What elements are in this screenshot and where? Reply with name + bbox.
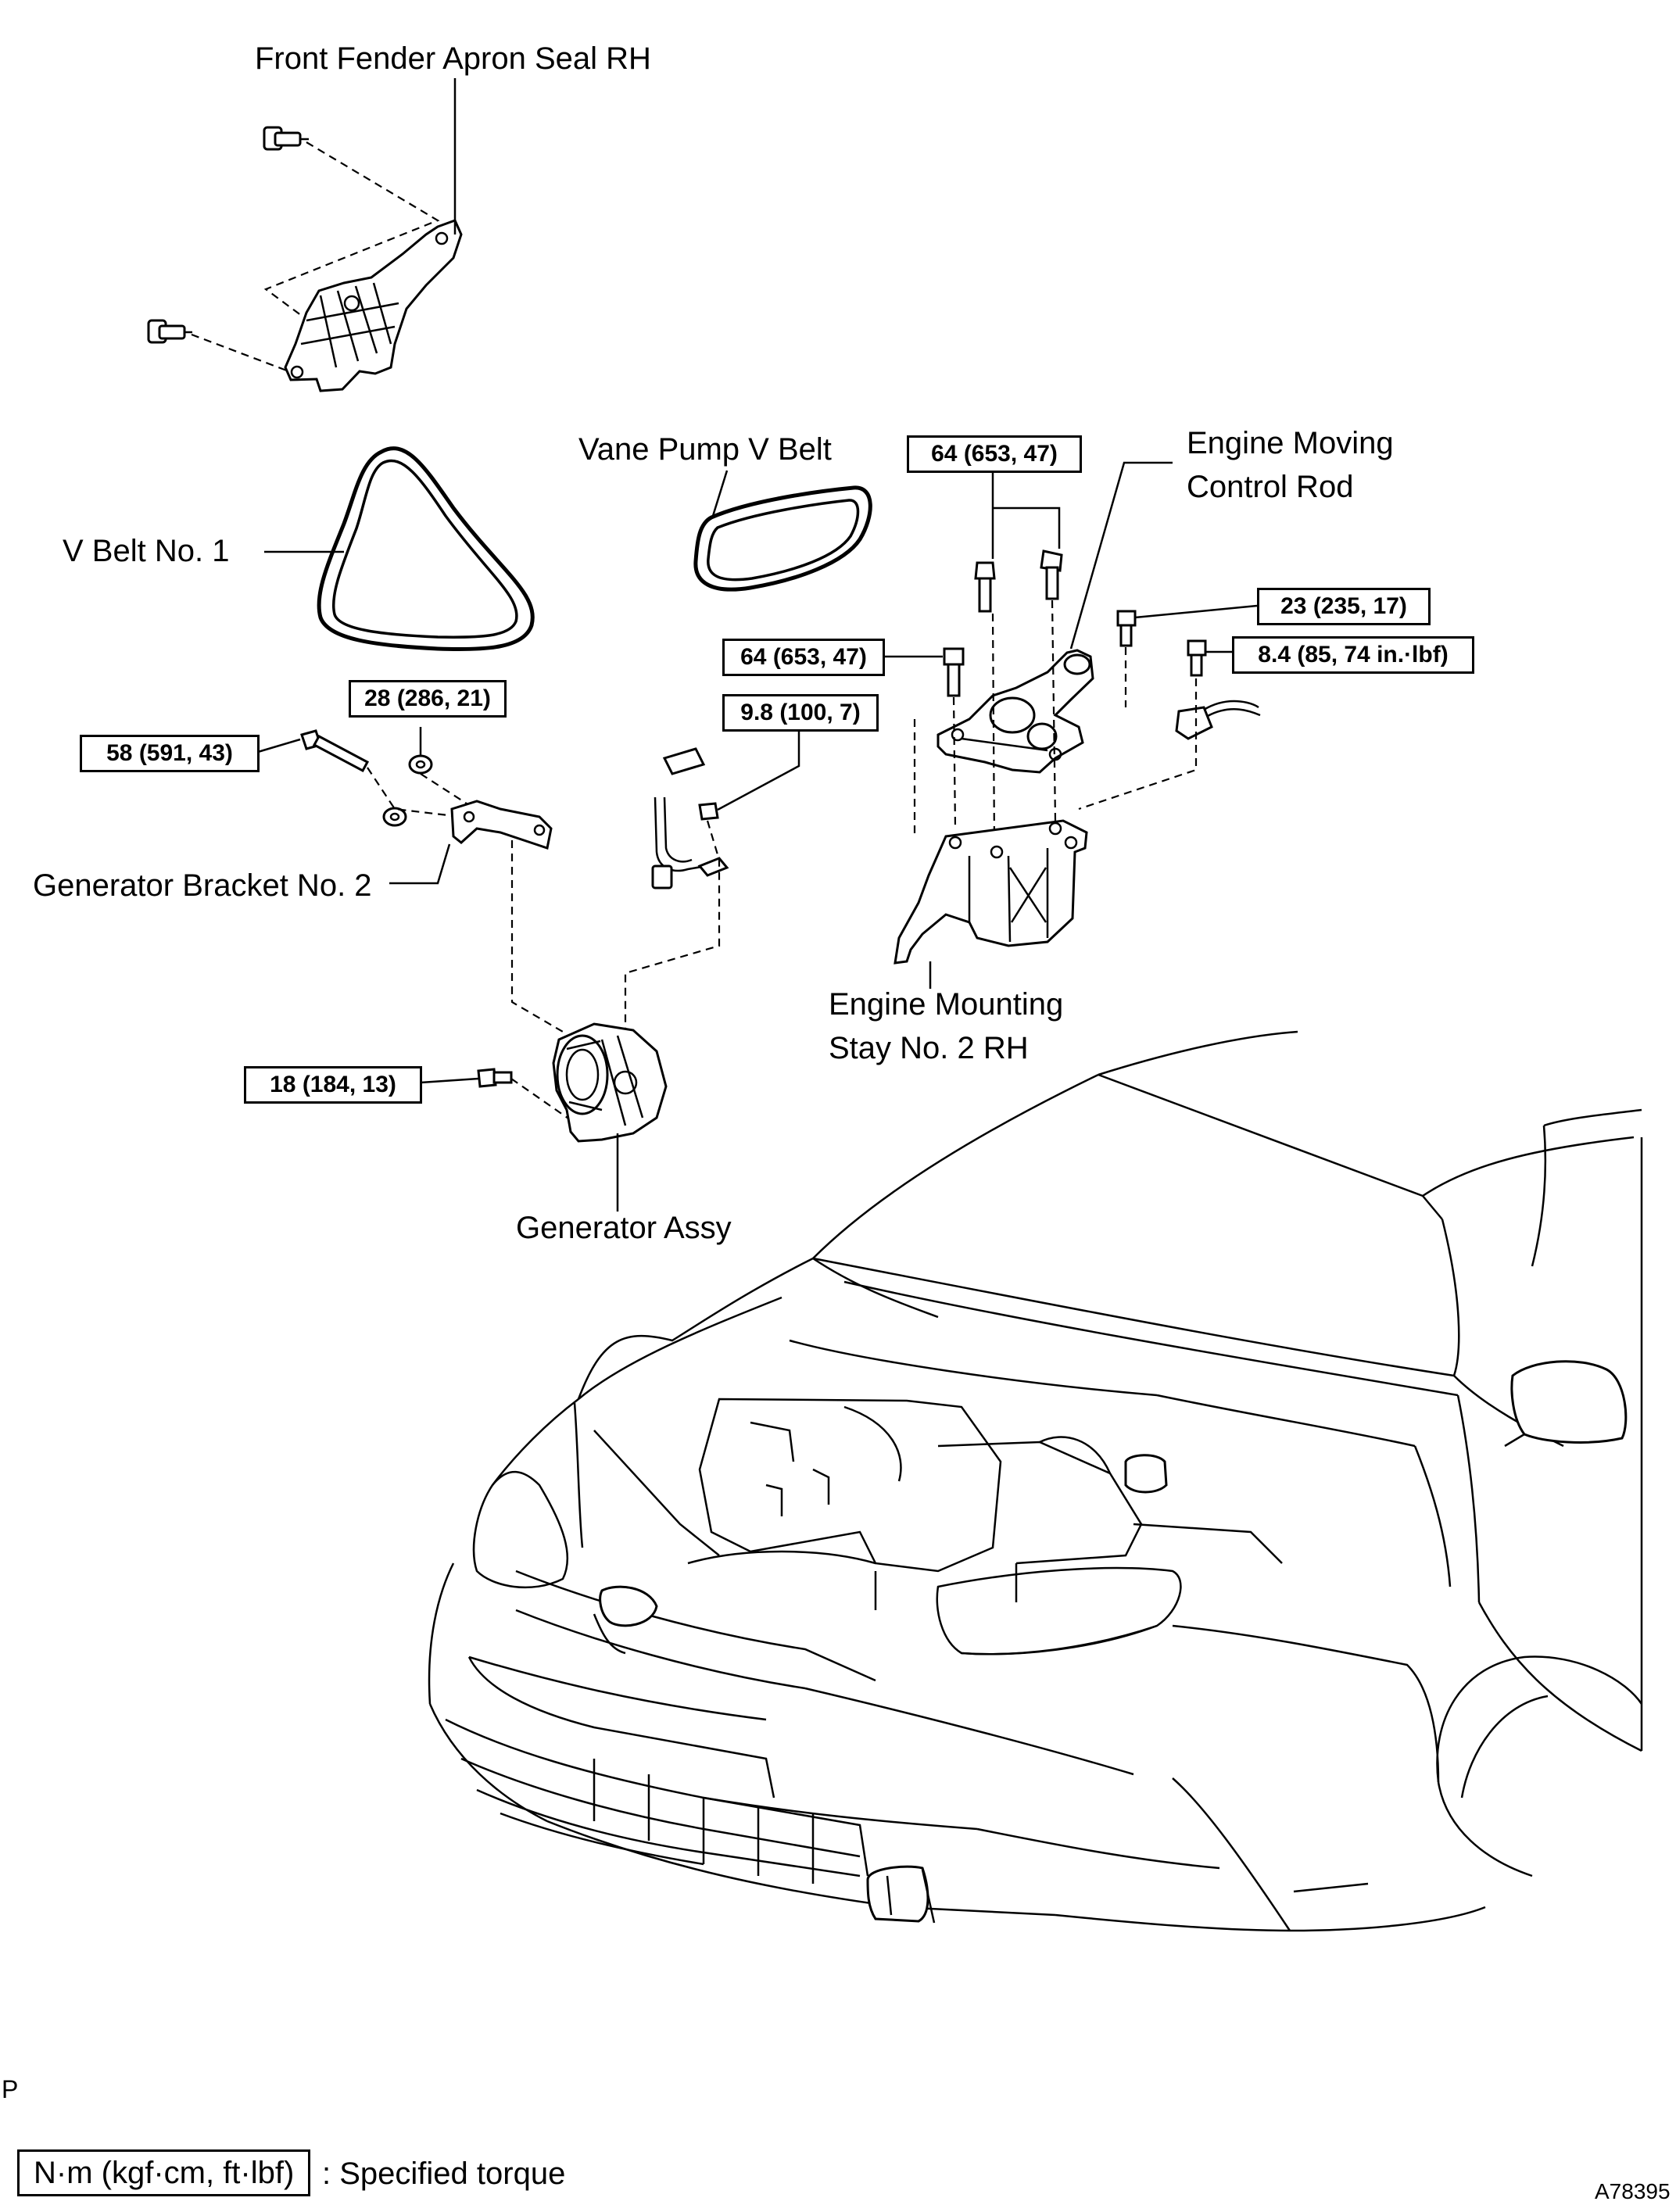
figure-id: A78395 bbox=[1595, 2179, 1671, 2203]
generator-drawing bbox=[420, 1022, 668, 1212]
control-rod-bolt-c bbox=[943, 647, 965, 697]
label-vane-pump-v-belt: Vane Pump V Belt bbox=[578, 432, 832, 467]
control-rod-bolt-23 bbox=[1116, 610, 1137, 647]
bracket-nut-28 bbox=[408, 754, 433, 775]
torque-terminal-nut: 9.8 (100, 7) bbox=[722, 694, 879, 732]
v-belt-no1-drawing bbox=[264, 446, 535, 652]
vehicle-outline bbox=[428, 1030, 1643, 1932]
torque-bracket-bolt: 58 (591, 43) bbox=[80, 735, 260, 772]
control-rod-bolt-a bbox=[974, 561, 996, 613]
torque-bracket-nut: 28 (286, 21) bbox=[349, 680, 507, 718]
control-rod-drawing bbox=[883, 442, 1261, 845]
legend-unit-box: N·m (kgf·cm, ft·lbf) bbox=[17, 2149, 311, 2196]
generator-bolt-18 bbox=[477, 1068, 513, 1088]
torque-bolt-8-4: 8.4 (85, 74 in.·lbf) bbox=[1232, 636, 1474, 674]
apron-seal-clip-upper bbox=[263, 126, 309, 151]
label-engine-mounting-stay-1: Engine Mounting bbox=[829, 987, 1064, 1022]
torque-control-rod-upper: 64 (653, 47) bbox=[907, 435, 1082, 473]
label-engine-moving-control-rod-1: Engine Moving bbox=[1187, 426, 1394, 460]
generator-bracket-drawing bbox=[257, 727, 564, 1033]
vane-pump-belt-drawing bbox=[693, 470, 872, 592]
apron-seal-clip-lower bbox=[147, 319, 192, 344]
page-marker: P bbox=[2, 2075, 19, 2103]
torque-generator-bolt: 18 (184, 13) bbox=[244, 1066, 422, 1104]
control-rod-bolt-b bbox=[1040, 549, 1063, 600]
label-front-fender-apron-seal: Front Fender Apron Seal RH bbox=[255, 41, 651, 76]
terminal-wire-drawing bbox=[624, 727, 800, 1032]
label-generator-assy: Generator Assy bbox=[516, 1211, 732, 1245]
legend-description: : Specified torque bbox=[322, 2157, 566, 2191]
label-engine-mounting-stay-2: Stay No. 2 RH bbox=[829, 1031, 1029, 1065]
bracket-bolt-58 bbox=[300, 729, 370, 773]
sensor-bolt bbox=[1187, 639, 1207, 677]
label-engine-moving-control-rod-2: Control Rod bbox=[1187, 470, 1354, 504]
label-v-belt-no1: V Belt No. 1 bbox=[63, 534, 230, 568]
mounting-stay-drawing bbox=[894, 819, 1088, 989]
label-generator-bracket-no2: Generator Bracket No. 2 bbox=[33, 868, 372, 903]
terminal-nut bbox=[698, 802, 719, 821]
torque-control-rod-left: 64 (653, 47) bbox=[722, 639, 885, 676]
torque-bolt-23: 23 (235, 17) bbox=[1257, 588, 1431, 625]
sensor-connector bbox=[1175, 700, 1261, 740]
apron-seal-drawing bbox=[147, 78, 463, 392]
